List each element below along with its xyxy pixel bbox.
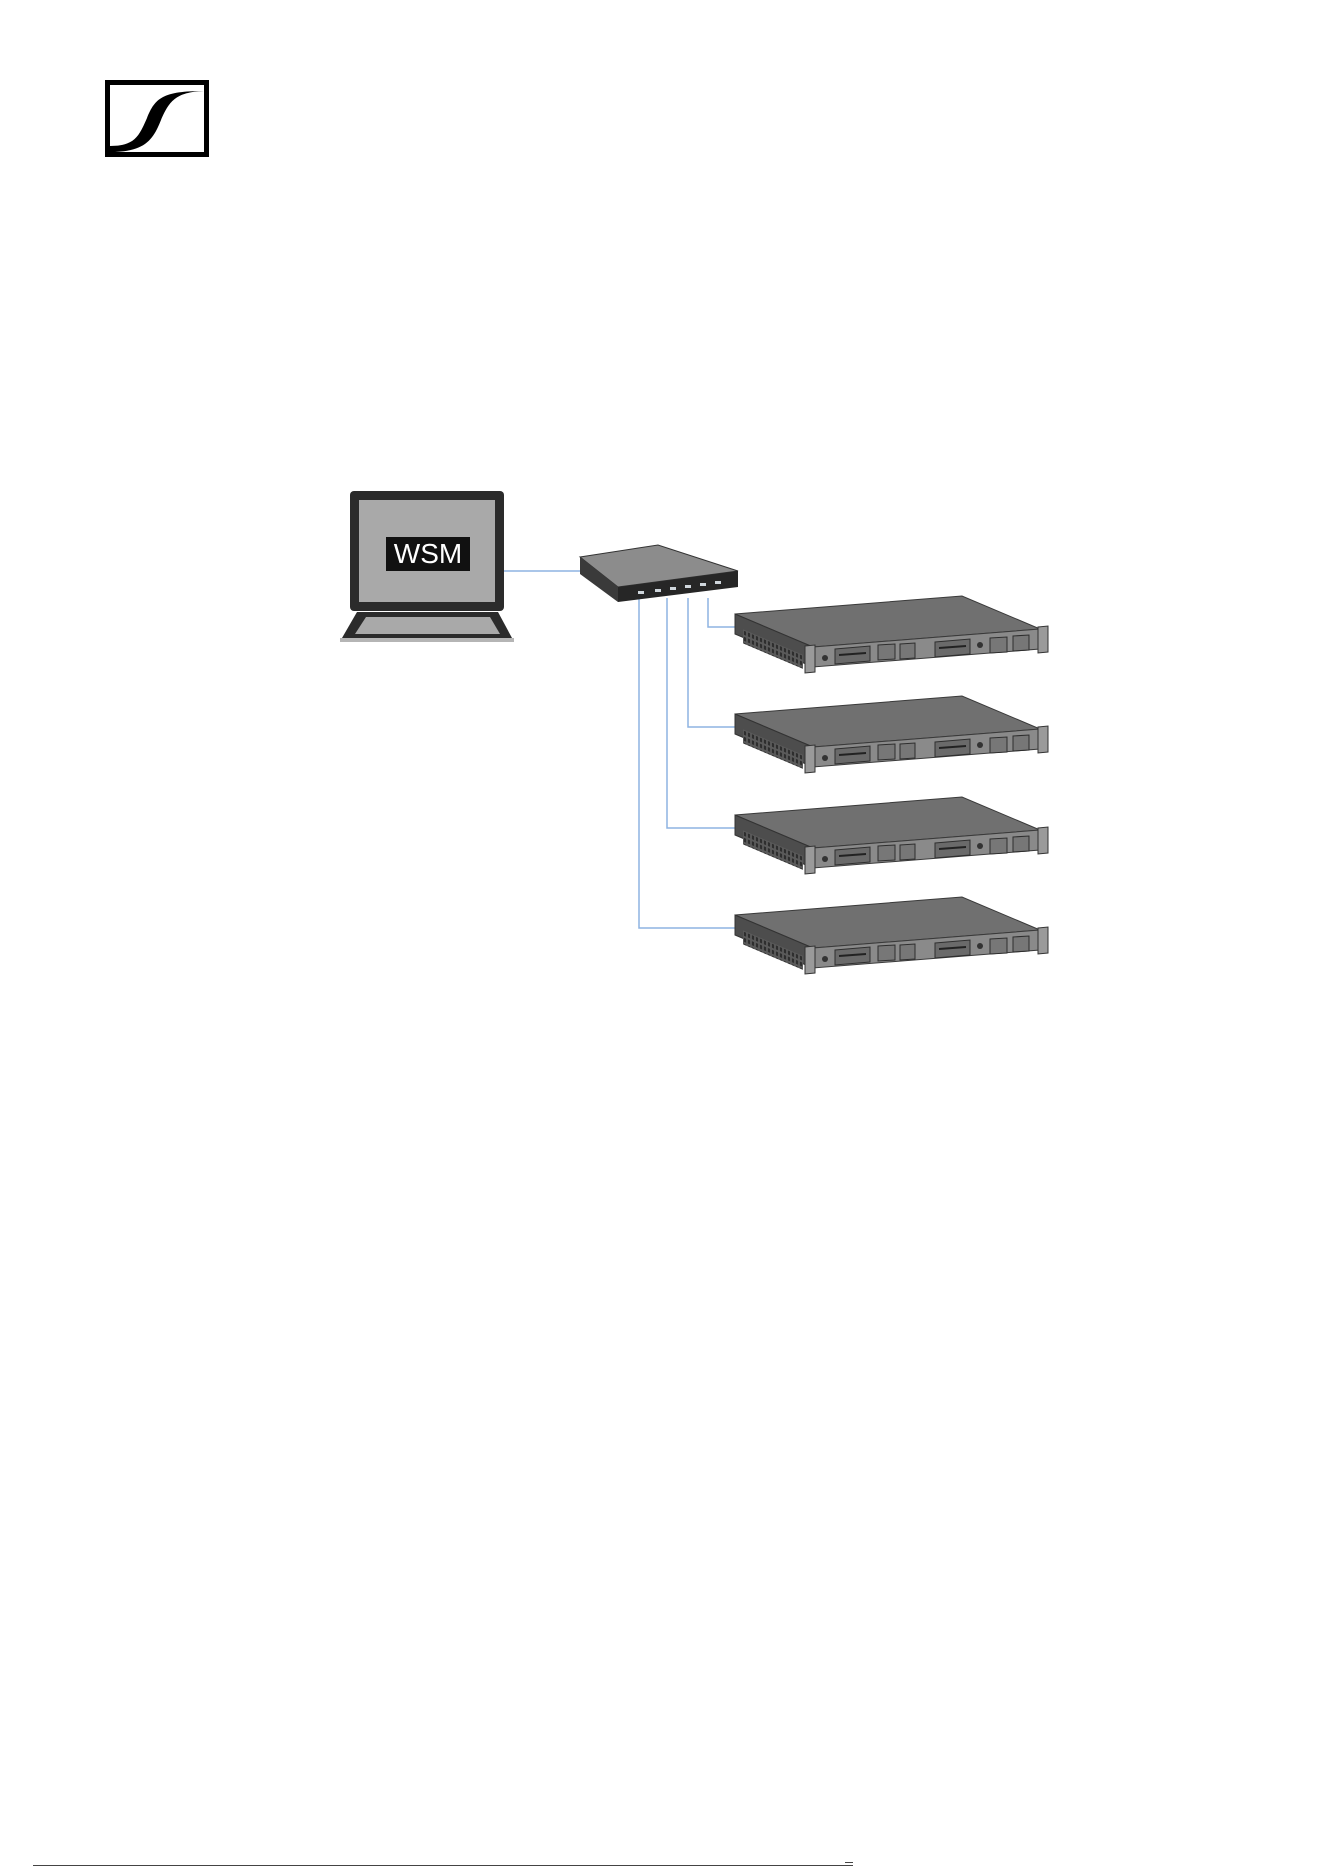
network-switch [580, 545, 738, 602]
cable-switch-device-2 [688, 598, 735, 727]
cable-switch-device-1 [708, 598, 735, 627]
rack-receiver-3 [735, 797, 1048, 874]
footer-divider [33, 1865, 853, 1866]
cable-switch-device-4 [639, 598, 735, 928]
rack-receiver-2 [735, 696, 1048, 773]
network-cables [503, 571, 735, 928]
footer-tick [845, 1862, 853, 1863]
rack-receiver-1 [735, 596, 1048, 673]
laptop: WSM [340, 491, 514, 642]
cable-switch-device-3 [667, 598, 735, 828]
wsm-label: WSM [394, 538, 462, 569]
rack-receiver-4 [735, 897, 1048, 974]
